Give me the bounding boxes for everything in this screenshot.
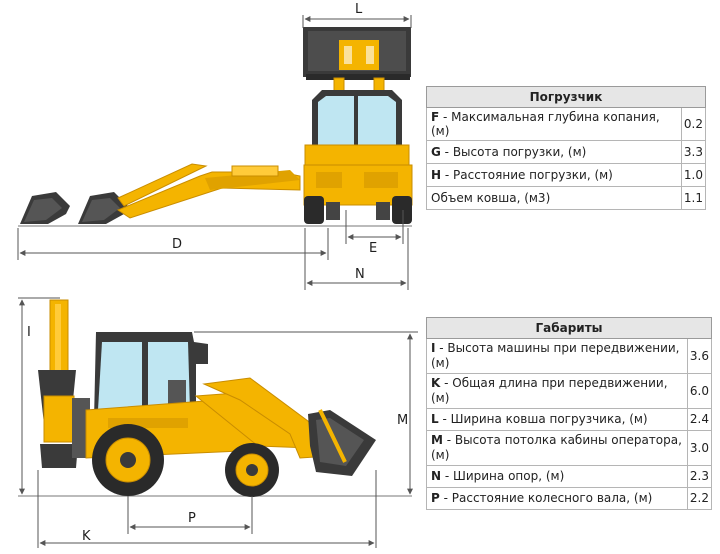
row-text: - Расстояние колесного вала, (м) — [439, 491, 653, 505]
table-cell-label: Объем ковша, (м3) — [426, 186, 682, 210]
row-text: - Ширина опор, (м) — [441, 469, 565, 483]
table-cell-value: 6.0 — [686, 373, 713, 409]
row-key: H — [431, 168, 442, 182]
row-key: I — [431, 341, 436, 355]
table-cell-value: 2.4 — [686, 408, 713, 431]
table-row: N - Ширина опор, (м) 2.3 — [426, 465, 713, 488]
row-text: - Общая длина при передвижении, (м) — [431, 376, 668, 405]
dimensions-spec-table: Габариты I - Высота машины при передвиже… — [426, 317, 713, 510]
row-text: - Высота потолка кабины оператора, (м) — [431, 433, 682, 462]
dim-label-E: E — [369, 241, 377, 256]
table-cell-value: 2.2 — [686, 487, 713, 510]
dim-label-M: M — [397, 413, 408, 428]
table-row: M - Высота потолка кабины оператора, (м)… — [426, 430, 713, 466]
table-row: H - Расстояние погрузки, (м) 1.0 — [426, 163, 707, 187]
table-cell-value: 3.3 — [680, 140, 707, 164]
table-cell-label: M - Высота потолка кабины оператора, (м) — [426, 430, 688, 466]
table-row: P - Расстояние колесного вала, (м) 2.2 — [426, 487, 713, 510]
table-cell-value: 3.0 — [686, 430, 713, 466]
row-key: P — [431, 491, 440, 505]
front-view-machine — [18, 27, 413, 227]
table-cell-label: G - Высота погрузки, (м) — [426, 140, 682, 164]
dim-label-N: N — [355, 267, 365, 282]
table-cell-value: 2.3 — [686, 465, 713, 488]
row-key: M — [431, 433, 443, 447]
row-key: N — [431, 469, 442, 483]
table-cell-label: H - Расстояние погрузки, (м) — [426, 163, 682, 187]
dim-label-I: I — [27, 325, 31, 340]
table-cell-label: K - Общая длина при передвижении, (м) — [426, 373, 688, 409]
table-cell-label: P - Расстояние колесного вала, (м) — [426, 487, 688, 510]
table-row: L - Ширина ковша погрузчика, (м) 2.4 — [426, 408, 713, 431]
table-cell-label: L - Ширина ковша погрузчика, (м) — [426, 408, 688, 431]
table-cell-value: 1.1 — [680, 186, 707, 210]
front-view-dimensions — [17, 15, 412, 290]
table-row: K - Общая длина при передвижении, (м) 6.… — [426, 373, 713, 409]
row-text: - Высота погрузки, (м) — [440, 145, 587, 159]
row-text: - Максимальная глубина копания, (м) — [431, 110, 660, 138]
side-view-machine — [18, 299, 412, 497]
dim-label-K: K — [82, 529, 91, 544]
table-cell-label: F - Максимальная глубина копания, (м) — [426, 107, 682, 141]
loader-table-title: Погрузчик — [426, 86, 706, 108]
table-cell-label: N - Ширина опор, (м) — [426, 465, 688, 488]
row-text: - Высота машины при передвижении, (м) — [431, 341, 680, 370]
row-text: - Расстояние погрузки, (м) — [441, 168, 613, 182]
row-text: Объем ковша, (м3) — [431, 191, 551, 205]
row-text: - Ширина ковша погрузчика, (м) — [438, 412, 648, 426]
dimensions-table-title: Габариты — [426, 317, 712, 339]
dim-label-D: D — [172, 237, 182, 252]
table-cell-value: 0.2 — [680, 107, 707, 141]
side-view-dimensions — [18, 297, 418, 548]
row-key: L — [431, 412, 439, 426]
table-row: G - Высота погрузки, (м) 3.3 — [426, 140, 707, 164]
table-cell-label: I - Высота машины при передвижении, (м) — [426, 338, 688, 374]
row-key: G — [431, 145, 441, 159]
table-cell-value: 1.0 — [680, 163, 707, 187]
row-key: K — [431, 376, 441, 390]
table-row: I - Высота машины при передвижении, (м) … — [426, 338, 713, 374]
table-row: Объем ковша, (м3) 1.1 — [426, 186, 707, 210]
dim-label-L: L — [355, 2, 363, 17]
dim-label-P: P — [188, 511, 196, 526]
table-cell-value: 3.6 — [686, 338, 713, 374]
loader-spec-table: Погрузчик F - Максимальная глубина копан… — [426, 86, 707, 210]
row-key: F — [431, 110, 440, 124]
table-row: F - Максимальная глубина копания, (м) 0.… — [426, 107, 707, 141]
